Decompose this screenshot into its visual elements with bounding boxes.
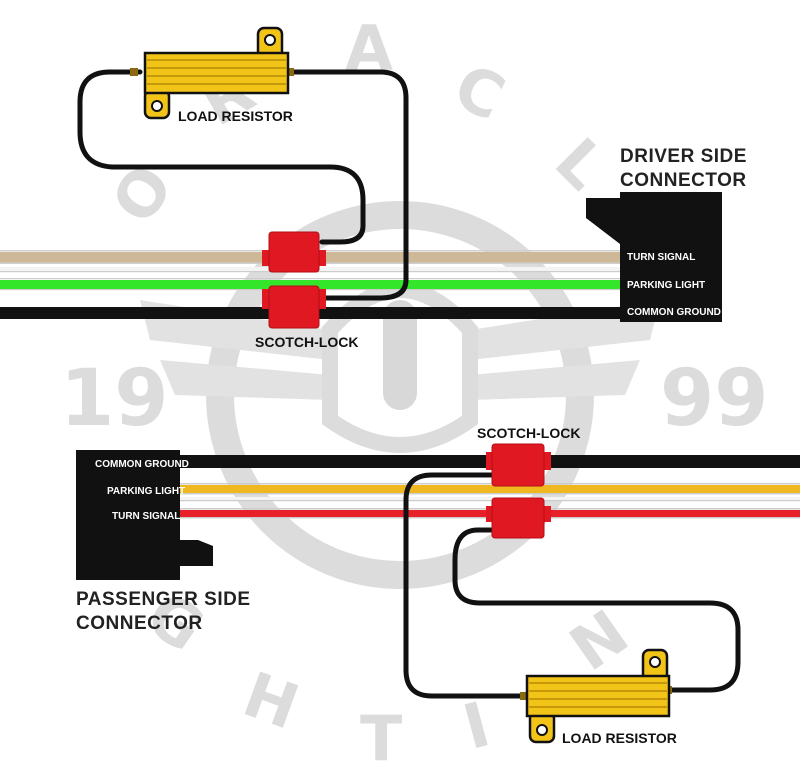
driver-title-line2: CONNECTOR [620, 170, 747, 191]
driver-pin-turn-signal: TURN SIGNAL [627, 252, 695, 263]
scotch-lock-driver-ground [262, 285, 326, 329]
driver-resistor-leads [77, 69, 409, 301]
watermark-letter: L [541, 124, 621, 204]
passenger-title-line2: CONNECTOR [76, 613, 203, 634]
passenger-pin-parking-light: PARKING LIGHT [107, 486, 185, 497]
scotch-lock-passenger-turn [486, 497, 551, 539]
watermark-letter: O [97, 151, 187, 236]
watermark-letter: I [456, 687, 497, 763]
driver-connector: TURN SIGNAL PARKING LIGHT COMMON GROUND [586, 192, 722, 322]
scotch-lock-passenger-ground [486, 443, 551, 487]
watermark-letter: T [360, 702, 402, 772]
passenger-pin-common-ground: COMMON GROUND [95, 459, 189, 470]
watermark-letter: C [443, 49, 515, 134]
passenger-pin-turn-signal: TURN SIGNAL [112, 511, 180, 522]
passenger-connector: COMMON GROUND PARKING LIGHT TURN SIGNAL [76, 450, 213, 580]
watermark-letter: N [557, 596, 641, 686]
load-resistor-passenger [520, 648, 672, 744]
watermark-year-right: 99 [660, 354, 769, 444]
driver-resistor-label: LOAD RESISTOR [178, 108, 293, 124]
passenger-title-line1: PASSENGER SIDE [76, 589, 251, 610]
watermark-year-left: 19 [60, 354, 169, 444]
load-resistor-driver [130, 26, 294, 120]
scotch-lock-driver-turn [262, 231, 326, 273]
passenger-resistor-label: LOAD RESISTOR [562, 730, 677, 746]
passenger-resistor-leads [403, 472, 741, 699]
driver-title-line1: DRIVER SIDE [620, 146, 747, 167]
driver-pin-common-ground: COMMON GROUND [627, 307, 721, 318]
driver-scotch-label: SCOTCH-LOCK [255, 334, 358, 350]
driver-pin-parking-light: PARKING LIGHT [627, 280, 705, 291]
watermark-letter: H [234, 657, 308, 743]
passenger-scotch-label: SCOTCH-LOCK [477, 425, 580, 441]
